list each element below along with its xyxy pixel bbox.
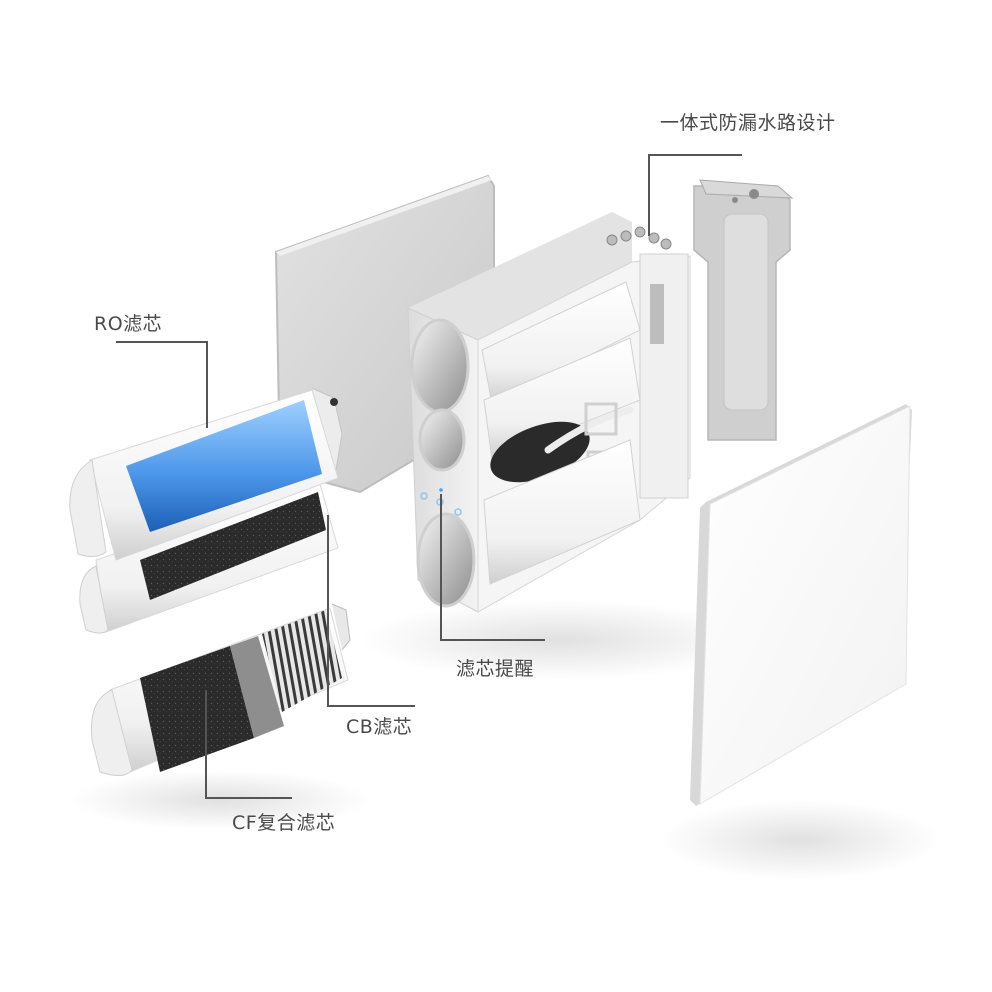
front-cover — [690, 404, 912, 806]
leader-line-waterway — [648, 154, 742, 236]
cf-filter — [90, 603, 351, 776]
housing-shadow — [360, 600, 760, 680]
ro-connector — [330, 398, 338, 406]
leader-line-ro — [116, 341, 208, 428]
ro-end-cap — [69, 459, 107, 558]
ro-membrane — [126, 400, 322, 532]
valve-module — [650, 284, 664, 344]
filter-port-3 — [416, 512, 476, 608]
label-ro-filter: RO滤芯 — [94, 313, 163, 335]
cf-carbon-layer — [140, 646, 254, 772]
cb-carbon-layer — [140, 492, 326, 600]
label-cf-filter: CF复合滤芯 — [232, 812, 336, 834]
filter-shadow — [70, 770, 370, 830]
filter-port-1 — [410, 318, 470, 414]
leader-line-cb — [327, 515, 415, 707]
label-integrated-waterway: 一体式防漏水路设计 — [660, 112, 836, 134]
cover-shadow — [660, 800, 940, 880]
water-fittings — [606, 226, 672, 250]
housing-filter-bottom — [483, 439, 641, 585]
leader-line-cf — [205, 690, 292, 799]
cf-inner-core — [230, 636, 284, 738]
cf-pp-grill — [262, 610, 342, 712]
filter-port-2 — [418, 408, 466, 472]
cb-end-cap — [79, 565, 109, 634]
leader-line-reminder — [440, 494, 545, 641]
cf-end-cap — [90, 689, 133, 776]
ro-filter — [69, 387, 343, 561]
label-filter-reminder: 滤芯提醒 — [456, 658, 535, 680]
waterway-bracket — [693, 179, 794, 441]
main-housing — [407, 212, 691, 613]
label-cb-filter: CB滤芯 — [346, 716, 413, 738]
leader-lines — [116, 154, 742, 799]
cb-filter — [79, 483, 339, 634]
